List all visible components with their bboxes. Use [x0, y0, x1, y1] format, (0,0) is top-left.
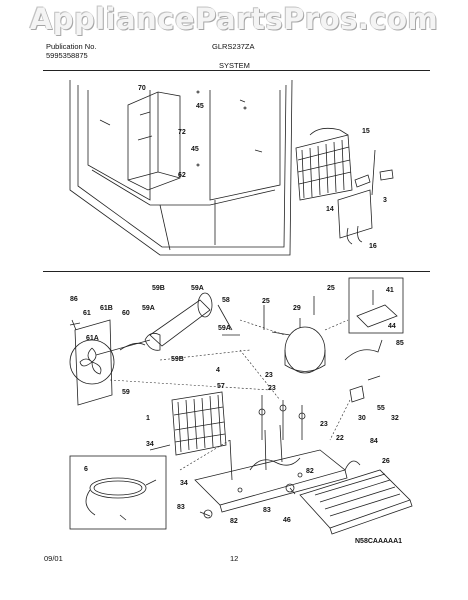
callout-6: 6 — [84, 466, 88, 473]
callout-3: 3 — [383, 197, 387, 204]
drain-pan — [299, 460, 413, 535]
relay-inset — [348, 277, 404, 334]
callout-46: 46 — [283, 517, 291, 524]
callout-59b: 59B — [171, 356, 184, 363]
callout-23: 23 — [320, 421, 328, 428]
callout-57: 57 — [217, 383, 225, 390]
base-pan — [194, 424, 348, 513]
callout-4: 4 — [216, 367, 220, 374]
model-number: GLRS237ZA — [212, 42, 255, 51]
callout-59b: 59B — [152, 285, 165, 292]
callout-16: 16 — [369, 243, 377, 250]
callout-14: 14 — [326, 206, 334, 213]
callout-45: 45 — [191, 146, 199, 153]
condenser-fan-assembly — [69, 292, 240, 406]
callout-23: 23 — [268, 385, 276, 392]
cabinet-liner — [69, 79, 293, 256]
callout-82: 82 — [306, 468, 314, 475]
callout-25: 25 — [262, 298, 270, 305]
callout-61a: 61A — [86, 335, 99, 342]
callout-44: 44 — [388, 323, 396, 330]
condenser-coil — [149, 391, 227, 456]
callout-26: 26 — [382, 458, 390, 465]
footer-date: 09/01 — [44, 554, 63, 563]
tubing — [199, 339, 383, 519]
header-rule — [43, 70, 430, 71]
callout-84: 84 — [370, 438, 378, 445]
evaporator-coil — [295, 127, 394, 245]
publication-label: Publication No. — [46, 42, 97, 51]
callout-70: 70 — [138, 85, 146, 92]
callout-83: 83 — [177, 504, 185, 511]
callout-72: 72 — [178, 129, 186, 136]
callout-83: 83 — [263, 507, 271, 514]
callout-62: 62 — [178, 172, 186, 179]
callout-59a: 59A — [218, 325, 231, 332]
figure-code: N58CAAAAA1 — [355, 538, 402, 545]
callout-60: 60 — [122, 310, 130, 317]
callout-45: 45 — [196, 103, 204, 110]
callout-59a: 59A — [142, 305, 155, 312]
callout-41: 41 — [386, 287, 394, 294]
callout-30: 30 — [358, 415, 366, 422]
callout-85: 85 — [396, 340, 404, 347]
callout-55: 55 — [377, 405, 385, 412]
callout-25: 25 — [327, 285, 335, 292]
power-cord-inset — [69, 455, 167, 530]
callout-23: 23 — [265, 372, 273, 379]
callout-32: 32 — [391, 415, 399, 422]
callout-15: 15 — [362, 128, 370, 135]
callouts-bottom: 86 59B 59A 58 61 61B 60 59A 61A 59A 59B … — [70, 285, 404, 525]
compressor — [263, 296, 326, 374]
callout-34: 34 — [180, 480, 188, 487]
callout-82: 82 — [230, 518, 238, 525]
page-number: 12 — [230, 554, 239, 563]
callout-61: 61 — [83, 310, 91, 317]
air-duct — [127, 91, 181, 191]
callout-34: 34 — [146, 441, 154, 448]
publication-number: 5995358875 — [46, 51, 88, 60]
callout-59: 59 — [122, 389, 130, 396]
callout-86: 86 — [70, 296, 78, 303]
callout-59a: 59A — [191, 285, 204, 292]
section-title: SYSTEM — [219, 61, 250, 70]
callout-22: 22 — [336, 435, 344, 442]
watermark: AppliancePartsPros.com — [29, 2, 439, 36]
callout-58: 58 — [222, 297, 230, 304]
callouts-top: 70 45 72 45 62 15 14 3 16 — [138, 85, 387, 250]
callout-61b: 61B — [100, 305, 113, 312]
callout-1: 1 — [146, 415, 150, 422]
section-divider — [43, 271, 430, 272]
callout-29: 29 — [293, 305, 301, 312]
